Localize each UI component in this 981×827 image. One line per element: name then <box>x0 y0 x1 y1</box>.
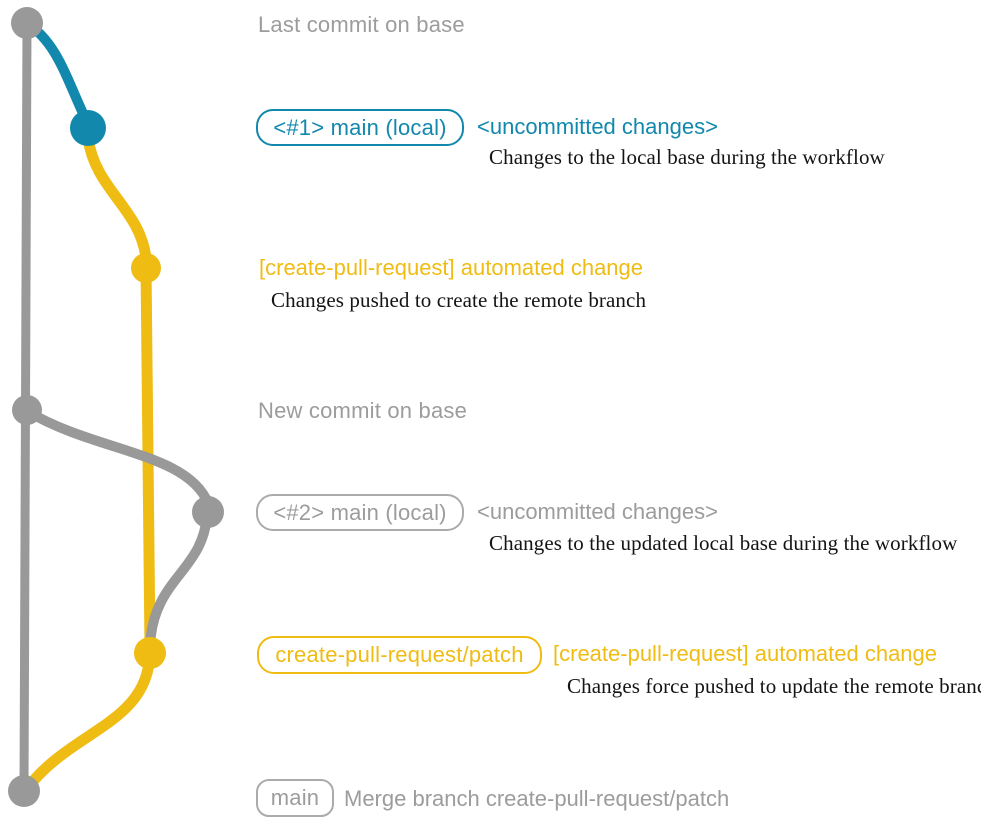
automated-change-description-2: Changes force pushed to update the remot… <box>567 674 981 698</box>
branch-badge-main-local-1: <#1> main (local) <box>256 109 464 146</box>
edge-local-main-2-to-patch <box>145 510 212 651</box>
uncommitted-changes-label-1: <uncommitted changes> <box>477 114 718 139</box>
uncommitted-changes-description-2: Changes to the updated local base during… <box>489 531 958 555</box>
branch-badge-main-local-1-label: <#1> main (local) <box>273 114 447 140</box>
commit-dot-last-base <box>11 7 43 39</box>
branch-badge-main: main <box>256 779 334 817</box>
commit-dot-local-main-1 <box>70 110 106 146</box>
automated-change-message-2: [create-pull-request] automated change <box>553 641 938 666</box>
new-commit-on-base-label: New commit on base <box>258 398 468 423</box>
branch-badge-main-local-2: <#2> main (local) <box>256 494 464 531</box>
commit-dot-new-base <box>12 395 42 425</box>
edge-patch-to-merge <box>20 647 156 796</box>
automated-change-message-1: [create-pull-request] automated change <box>259 255 644 280</box>
edge-base-to-local-main-2 <box>22 406 213 508</box>
edge-local-main-1-to-patch <box>82 132 152 264</box>
last-commit-on-base-label: Last commit on base <box>258 12 465 37</box>
branch-badge-main-label: main <box>270 785 320 810</box>
commit-dot-automated-change-2 <box>134 637 166 669</box>
edge-base-to-local-main-1 <box>22 18 92 127</box>
git-graph <box>8 7 224 807</box>
branch-badge-main-local-2-label: <#2> main (local) <box>273 499 447 525</box>
branch-badge-create-pull-request-patch-label: create-pull-request/patch <box>275 642 524 667</box>
uncommitted-changes-description-1: Changes to the local base during the wor… <box>489 145 885 169</box>
uncommitted-changes-label-2: <uncommitted changes> <box>477 499 718 524</box>
commit-dot-automated-change-1 <box>131 253 161 283</box>
commit-dot-merge <box>8 775 40 807</box>
merge-branch-message: Merge branch create-pull-request/patch <box>344 786 730 811</box>
branch-badge-create-pull-request-patch: create-pull-request/patch <box>257 636 542 674</box>
automated-change-description-1: Changes pushed to create the remote bran… <box>271 288 647 312</box>
commit-dot-local-main-2 <box>192 496 224 528</box>
